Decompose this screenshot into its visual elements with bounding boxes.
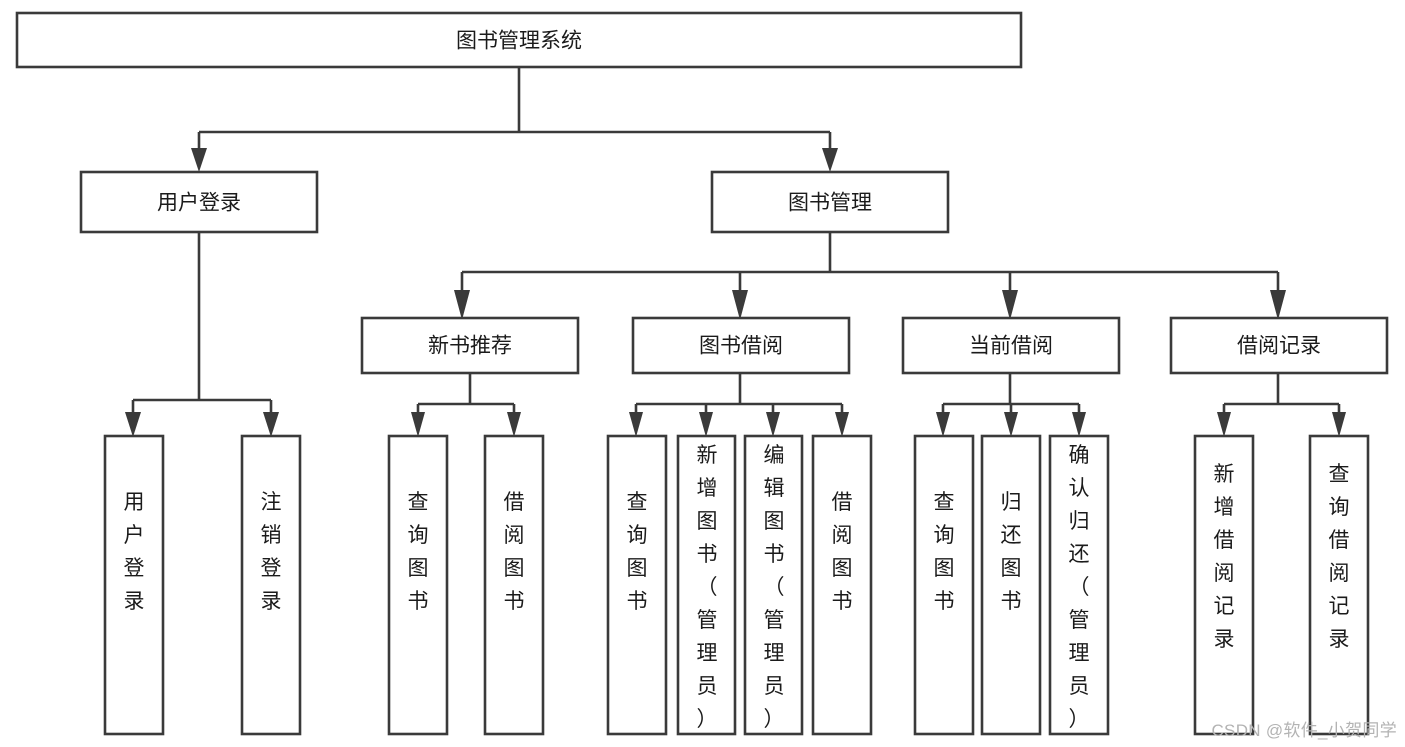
arrow-head-current-borrow	[1002, 290, 1018, 320]
node-new-book-recommend[interactable]: 新书推荐	[360, 316, 580, 375]
node-leaf-return-book-label: 归还图书	[1001, 491, 1022, 613]
arrow-head-borrow-record	[1270, 290, 1286, 320]
node-leaf-edit-book-rect[interactable]	[743, 434, 804, 736]
node-user-login-rect[interactable]	[79, 170, 319, 234]
arrow-head-leaf-query-book-3	[936, 412, 950, 437]
node-leaf-add-record-label: 新增借阅记录	[1214, 463, 1235, 651]
node-leaf-query-book-3[interactable]: 查询图书	[913, 434, 975, 736]
node-leaf-user-logout-rect[interactable]	[240, 434, 302, 736]
node-new-book-recommend-rect[interactable]	[360, 316, 580, 375]
node-leaf-user-login-rect[interactable]	[103, 434, 165, 736]
node-user-login[interactable]: 用户登录	[79, 170, 319, 234]
arrow-head-leaf-user-logout	[263, 412, 279, 437]
node-current-borrow[interactable]: 当前借阅	[901, 316, 1121, 375]
node-leaf-user-logout[interactable]: 注销登录	[240, 434, 302, 736]
node-book-borrow[interactable]: 图书借阅	[631, 316, 851, 375]
node-leaf-query-book-1[interactable]: 查询图书	[387, 434, 449, 736]
node-leaf-query-record[interactable]: 查询借阅记录	[1308, 434, 1370, 736]
node-leaf-return-book[interactable]: 归还图书	[980, 434, 1042, 736]
node-book-manage[interactable]: 图书管理	[710, 170, 950, 234]
arrow-head-leaf-query-book-2	[629, 412, 643, 437]
arrow-head-leaf-add-book	[699, 412, 713, 437]
node-book-borrow-label: 图书借阅	[699, 335, 783, 358]
arrow-head-leaf-user-login	[125, 412, 141, 437]
arrow-head-leaf-confirm-return	[1072, 412, 1086, 437]
node-leaf-query-book-2-rect[interactable]	[606, 434, 668, 736]
node-borrow-record[interactable]: 借阅记录	[1169, 316, 1389, 375]
node-leaf-add-record-rect[interactable]	[1193, 434, 1255, 736]
node-book-manage-label: 图书管理	[788, 192, 872, 215]
arrow-head-new-book-recommend	[454, 290, 470, 320]
arrow-head-leaf-borrow-book-2	[835, 412, 849, 437]
node-leaf-edit-book-label: 编辑图书（管理员）	[764, 444, 785, 731]
node-leaf-confirm-return-label: 确认归还（管理员）	[1069, 444, 1090, 731]
node-leaf-borrow-book-2-label: 借阅图书	[832, 491, 853, 613]
connector-layer	[125, 67, 1346, 437]
node-leaf-return-book-rect[interactable]	[980, 434, 1042, 736]
node-leaf-user-login[interactable]: 用户登录	[103, 434, 165, 736]
node-leaf-query-record-label: 查询借阅记录	[1329, 463, 1350, 651]
arrow-head-user-login	[191, 148, 207, 172]
arrow-head-leaf-add-record	[1217, 412, 1231, 437]
node-leaf-borrow-book-1[interactable]: 借阅图书	[483, 434, 545, 736]
arrow-head-leaf-query-record	[1332, 412, 1346, 437]
node-leaf-add-book-rect[interactable]	[676, 434, 737, 736]
arrow-head-book-borrow	[732, 290, 748, 320]
node-borrow-record-label: 借阅记录	[1237, 335, 1321, 358]
node-root[interactable]: 图书管理系统	[15, 11, 1023, 69]
node-leaf-borrow-book-1-rect[interactable]	[483, 434, 545, 736]
node-leaf-query-book-2-label: 查询图书	[627, 491, 648, 613]
node-leaf-edit-book[interactable]: 编辑图书（管理员）	[743, 434, 804, 736]
node-book-manage-rect[interactable]	[710, 170, 950, 234]
node-leaf-user-logout-label: 注销登录	[261, 491, 282, 613]
node-leaf-query-record-rect[interactable]	[1308, 434, 1370, 736]
node-current-borrow-rect[interactable]	[901, 316, 1121, 375]
node-book-borrow-rect[interactable]	[631, 316, 851, 375]
node-leaf-confirm-return[interactable]: 确认归还（管理员）	[1048, 434, 1110, 736]
node-leaf-add-book[interactable]: 新增图书（管理员）	[676, 434, 737, 736]
node-root-label: 图书管理系统	[456, 30, 582, 53]
node-current-borrow-label: 当前借阅	[969, 335, 1053, 358]
node-leaf-query-book-3-rect[interactable]	[913, 434, 975, 736]
node-leaf-borrow-book-2-rect[interactable]	[811, 434, 873, 736]
node-leaf-borrow-book-1-label: 借阅图书	[504, 491, 525, 613]
node-leaf-query-book-1-rect[interactable]	[387, 434, 449, 736]
node-leaf-query-book-3-label: 查询图书	[934, 491, 955, 613]
arrow-head-leaf-borrow-book-1	[507, 412, 521, 437]
node-leaf-add-record[interactable]: 新增借阅记录	[1193, 434, 1255, 736]
arrow-head-leaf-query-book-1	[411, 412, 425, 437]
node-leaf-borrow-book-2[interactable]: 借阅图书	[811, 434, 873, 736]
arrow-head-leaf-return-book	[1004, 412, 1018, 437]
node-leaf-confirm-return-rect[interactable]	[1048, 434, 1110, 736]
node-new-book-recommend-label: 新书推荐	[428, 335, 512, 358]
arrow-head-leaf-edit-book	[766, 412, 780, 437]
node-leaf-query-book-2[interactable]: 查询图书	[606, 434, 668, 736]
node-leaf-user-login-label: 用户登录	[124, 491, 145, 613]
node-leaf-add-book-label: 新增图书（管理员）	[697, 444, 718, 731]
node-borrow-record-rect[interactable]	[1169, 316, 1389, 375]
node-leaf-query-book-1-label: 查询图书	[408, 491, 429, 613]
node-root-rect[interactable]	[15, 11, 1023, 69]
node-user-login-label: 用户登录	[157, 192, 241, 215]
arrow-head-book-manage	[822, 148, 838, 172]
